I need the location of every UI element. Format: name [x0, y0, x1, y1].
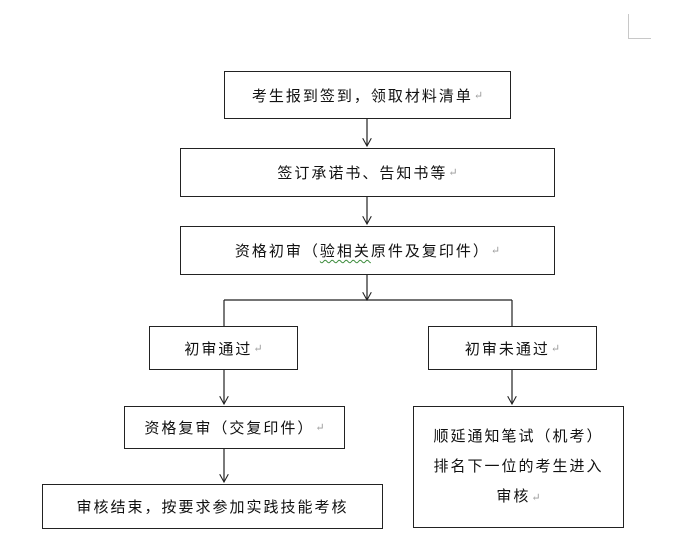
node-sign-label: 签订承诺书、告知书等: [277, 164, 448, 182]
node-initial-pass: 初审通过↵: [149, 326, 298, 370]
node-initial-review: 资格初审（验相关原件及复印件）↵: [180, 226, 555, 275]
node-initial-fail-label: 初审未通过: [464, 339, 550, 358]
node-initial-pass-label: 初审通过: [184, 339, 253, 358]
node-finish: 审核结束，按要求参加实践技能考核: [42, 484, 383, 529]
node-re-review-label: 资格复审（交复印件）: [144, 419, 315, 437]
node-finish-label: 审核结束，按要求参加实践技能考核: [76, 498, 349, 516]
node-deferred-line3: 审核: [496, 487, 531, 505]
node-deferred-line1: 顺延通知笔试（机考）: [433, 427, 604, 445]
paragraph-mark-icon: ↵: [473, 88, 484, 102]
node-deferred-line2: 排名下一位的考生进入: [433, 457, 604, 475]
node-initial-fail: 初审未通过↵: [428, 326, 597, 370]
node-re-review: 资格复审（交复印件）↵: [124, 406, 345, 449]
node-deferred: 顺延通知笔试（机考） 排名下一位的考生进入 审核↵: [413, 406, 624, 528]
paragraph-mark-icon: ↵: [531, 491, 541, 504]
spellcheck-underlined-text: 验相关: [319, 242, 371, 260]
paragraph-mark-icon: ↵: [550, 341, 561, 355]
paragraph-mark-icon: ↵: [253, 341, 263, 355]
page-corner-mark: [628, 14, 651, 39]
node-deferred-line3-wrap: 审核↵: [496, 481, 540, 513]
paragraph-mark-icon: ↵: [448, 166, 458, 179]
node-checkin-label: 考生报到签到，领取材料清单: [251, 86, 473, 105]
node-initial-review-prefix: 资格初审（: [234, 242, 320, 260]
paragraph-mark-icon: ↵: [490, 244, 501, 257]
node-sign: 签订承诺书、告知书等↵: [180, 148, 555, 197]
paragraph-mark-icon: ↵: [315, 421, 325, 434]
node-initial-review-suffix: 原件及复印件）: [370, 242, 490, 260]
node-checkin: 考生报到签到，领取材料清单↵: [224, 71, 511, 119]
